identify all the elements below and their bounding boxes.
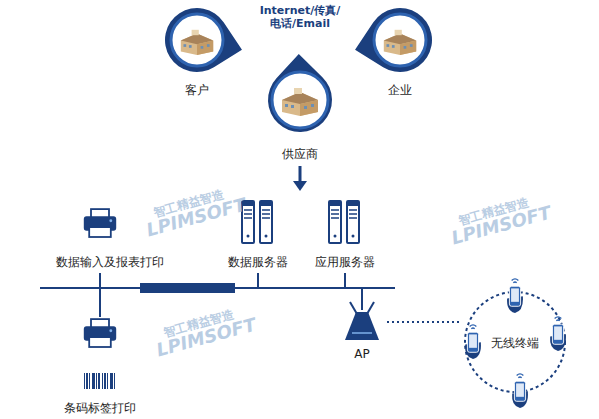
phone-icon [512,374,528,408]
down-arrow [293,166,307,191]
supplier-node: 供应商 [260,62,340,162]
phone-icon [465,325,481,359]
node-label: 应用服务器 [315,255,375,270]
server-icon [329,201,341,243]
enterprise-node: 企业 [363,8,437,98]
supplier-icon [272,72,328,128]
node-label: 供应商 [282,147,318,162]
teardrop-shape [355,8,432,72]
node-label: 企业 [388,83,412,98]
barcode [84,381,116,382]
access-point-node: AP [337,300,387,362]
printer-icon [84,209,116,237]
channel-label: Internet/传真/ 电话/Email [245,4,355,30]
node-label: 数据输入及报表打印 [56,255,164,270]
enterprise-icon [374,14,426,66]
server-node: 应用服务器 [308,196,382,270]
teardrop-shape [268,54,332,132]
teardrop-shape [165,8,242,72]
server-icon [347,201,359,243]
node-label: 条码标签打印 [64,401,136,416]
phone-icon [550,317,566,351]
node-label: 无线终端 [491,336,539,351]
printer-icon [84,319,116,347]
ap-icon [345,302,379,340]
node-label: AP [354,347,369,362]
server-icon [260,201,272,243]
phone-icon [507,279,523,313]
dotted-link [387,321,462,323]
customer-icon [171,14,223,66]
customer-node: 客户 [160,8,234,98]
node-label: 客户 [185,83,209,98]
node-label: 数据服务器 [228,255,288,270]
wireless-terminal-node: 无线终端 [462,292,568,394]
printer-node: 条码标签打印 [50,310,150,416]
